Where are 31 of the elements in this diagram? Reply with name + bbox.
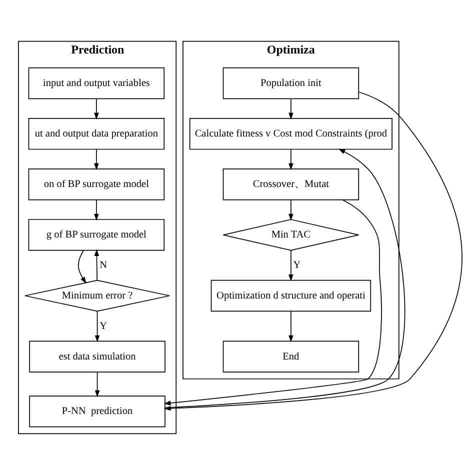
arrow: [94, 98, 99, 120]
arrow: [78, 250, 86, 284]
node-diamond: Min TAC: [222, 218, 360, 250]
edge-label: Y: [100, 320, 107, 332]
node-box: Crossover、Mutat: [222, 168, 360, 200]
node-box: ut and output data preparation: [28, 117, 165, 150]
node-box: Optimization d structure and operati: [210, 279, 372, 312]
node-box: P-NN prediction: [29, 395, 166, 427]
arrow: [94, 198, 99, 220]
arrow: [288, 198, 294, 220]
node-box: g of BP surrogate model: [28, 218, 165, 250]
arrow: [288, 98, 294, 120]
arrow: [94, 310, 100, 342]
arrow: [164, 148, 406, 408]
arrow: [288, 310, 294, 342]
arrow: [164, 91, 462, 410]
edge-label: N: [100, 260, 107, 271]
arrow: [288, 249, 294, 281]
node-box: input and output variables: [28, 66, 165, 99]
node-box: Calculate fitness v Cost mod Constraints (prod: [189, 117, 392, 150]
arrow: [164, 199, 382, 405]
edge-label: Y: [293, 260, 301, 271]
arrow: [94, 371, 100, 397]
arrow: [94, 248, 100, 280]
node-box: on of BP surrogate model: [28, 168, 165, 200]
arrow: [288, 148, 294, 170]
node-diamond: Minimum error ?: [24, 279, 170, 312]
node-box: est data simulation: [29, 340, 166, 372]
node-box: Population init: [222, 66, 360, 99]
node-box: End: [222, 340, 360, 372]
arrow: [94, 148, 99, 170]
